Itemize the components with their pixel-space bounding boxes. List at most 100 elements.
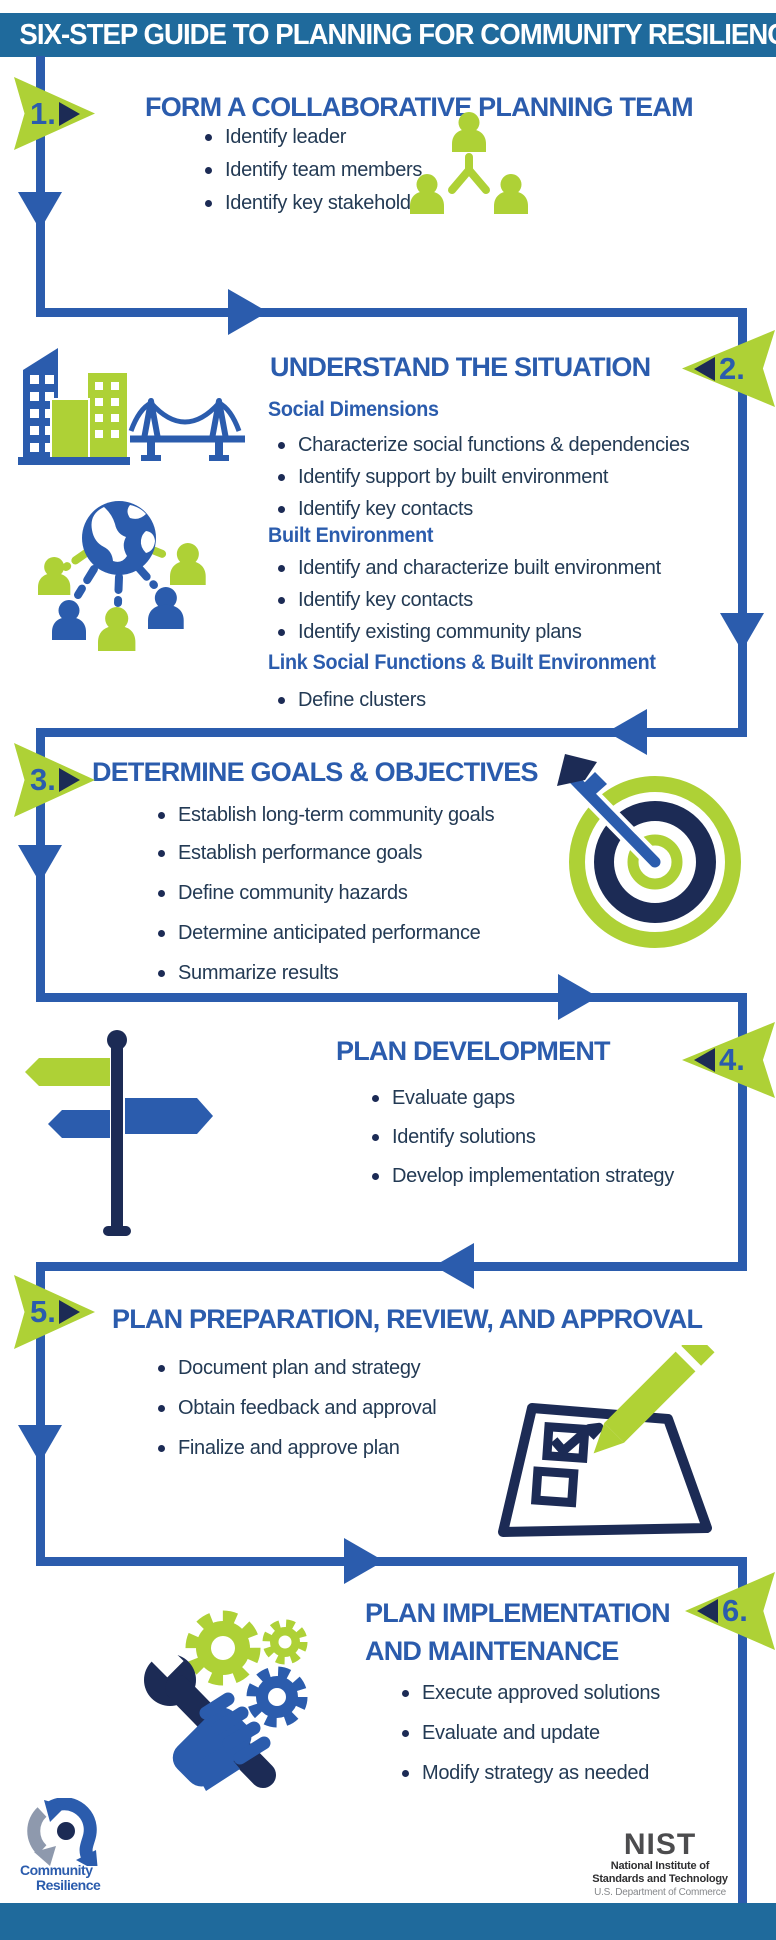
bullet-icon bbox=[158, 969, 165, 977]
step-1-flag: 1. bbox=[14, 77, 95, 150]
flow-arrow-left-2 bbox=[434, 1243, 474, 1289]
bullet-icon bbox=[278, 505, 285, 513]
step-2-subheading-link: Link Social Functions & Built Environmen… bbox=[268, 651, 656, 674]
flow-line-h4 bbox=[36, 1262, 747, 1271]
step-5-title: PLAN PREPARATION, REVIEW, AND APPROVAL bbox=[112, 1304, 703, 1334]
step-2-flag-arrow-icon bbox=[694, 356, 715, 381]
list-item: Characterize social functions & dependen… bbox=[278, 433, 690, 457]
step-3-flag-arrow-icon bbox=[58, 768, 80, 792]
flow-line-h5 bbox=[36, 1557, 747, 1566]
bullet-icon bbox=[158, 811, 165, 819]
step-3-number: 3. bbox=[30, 762, 56, 797]
step-6-title-line1: PLAN IMPLEMENTATION bbox=[365, 1598, 671, 1628]
step-6-flag-arrow-icon bbox=[697, 1599, 718, 1623]
step-6-title-line2: AND MAINTENANCE bbox=[365, 1636, 619, 1666]
list-item: Determine anticipated performance bbox=[158, 921, 481, 945]
step-6-flag: 6. bbox=[685, 1572, 775, 1650]
list-item: Evaluate and update bbox=[402, 1721, 600, 1745]
bullet-icon bbox=[158, 849, 165, 857]
step-3-title: DETERMINE GOALS & OBJECTIVES bbox=[92, 757, 538, 787]
signpost-icon bbox=[25, 1030, 213, 1236]
flow-line-v5 bbox=[36, 1262, 45, 1566]
flow-arrow-down-4 bbox=[18, 1425, 62, 1463]
list-item: Identify key stakeholders bbox=[205, 191, 438, 215]
nist-line1: National Institute of bbox=[610, 1860, 710, 1872]
city-bridge-icon bbox=[18, 348, 245, 465]
nist-line2: Standards and Technology bbox=[592, 1873, 728, 1885]
step-2-number: 2. bbox=[719, 350, 745, 386]
step-2-subheading-built: Built Environment bbox=[268, 524, 434, 547]
bullet-icon bbox=[402, 1729, 409, 1737]
step-4-title: PLAN DEVELOPMENT bbox=[336, 1036, 611, 1066]
list-item: Establish performance goals bbox=[158, 841, 423, 865]
flow-arrow-right-1 bbox=[228, 289, 268, 335]
team-org-chart-icon bbox=[410, 112, 528, 214]
bullet-icon bbox=[205, 133, 212, 141]
bullet-icon bbox=[402, 1689, 409, 1697]
step-4-flag: 4. bbox=[682, 1022, 775, 1098]
nist-logo: NIST National Institute of Standards and… bbox=[585, 1830, 735, 1900]
flow-line-v4 bbox=[738, 993, 747, 1271]
step-2-title: UNDERSTAND THE SITUATION bbox=[270, 352, 651, 382]
list-item: Identify key contacts bbox=[278, 588, 473, 612]
flow-line-v6 bbox=[738, 1557, 747, 1903]
bullet-icon bbox=[205, 166, 212, 174]
list-item: Identify and characterize built environm… bbox=[278, 556, 661, 580]
step-5-flag: 5. bbox=[14, 1275, 95, 1349]
bullet-icon bbox=[372, 1172, 379, 1180]
list-item: Identify existing community plans bbox=[278, 620, 582, 644]
list-item: Finalize and approve plan bbox=[158, 1436, 400, 1460]
list-item: Define clusters bbox=[278, 688, 426, 712]
bullet-icon bbox=[158, 889, 165, 897]
list-item: Document plan and strategy bbox=[158, 1356, 421, 1380]
flow-line-h3 bbox=[36, 993, 747, 1002]
flow-line-v1 bbox=[36, 56, 45, 317]
bullet-icon bbox=[158, 929, 165, 937]
list-item: Modify strategy as needed bbox=[402, 1761, 649, 1785]
bullet-icon bbox=[402, 1769, 409, 1777]
list-item: Identify leader bbox=[205, 125, 346, 149]
footer-bar bbox=[0, 1903, 776, 1940]
list-item: Identify support by built environment bbox=[278, 465, 609, 489]
flow-arrow-down-2 bbox=[720, 613, 764, 651]
flow-line-v2 bbox=[738, 308, 747, 737]
bullet-icon bbox=[205, 199, 212, 207]
community-resilience-label-line1: Community bbox=[20, 1862, 93, 1878]
community-resilience-logo-icon bbox=[27, 1798, 98, 1866]
step-4-number: 4. bbox=[719, 1042, 745, 1077]
list-item: Identify solutions bbox=[372, 1125, 536, 1149]
community-resilience-label-line2: Resilience bbox=[36, 1877, 101, 1893]
nist-line3: U.S. Department of Commerce bbox=[594, 1887, 726, 1898]
header-bar: SIX-STEP GUIDE TO PLANNING FOR COMMUNITY… bbox=[0, 13, 776, 57]
step-2-flag: 2. bbox=[682, 330, 775, 407]
list-item: Execute approved solutions bbox=[402, 1681, 660, 1705]
globe-community-icon bbox=[38, 501, 206, 651]
list-item: Develop implementation strategy bbox=[372, 1164, 674, 1188]
list-item: Define community hazards bbox=[158, 881, 408, 905]
bullet-icon bbox=[158, 1364, 165, 1372]
list-item: Obtain feedback and approval bbox=[158, 1396, 437, 1420]
step-5-number: 5. bbox=[30, 1294, 56, 1329]
flow-arrow-down-1 bbox=[18, 192, 62, 230]
checklist-pencil-icon bbox=[498, 1345, 715, 1537]
nist-wordmark: NIST bbox=[623, 1828, 697, 1861]
step-1-flag-arrow-icon bbox=[58, 101, 80, 126]
step-6-number: 6. bbox=[722, 1593, 748, 1628]
flow-line-h1 bbox=[36, 308, 747, 317]
step-1-number: 1. bbox=[30, 95, 56, 131]
flow-line-h2 bbox=[36, 728, 747, 737]
gears-wrench-icon bbox=[144, 1610, 308, 1791]
step-5-flag-arrow-icon bbox=[58, 1300, 80, 1324]
bullet-icon bbox=[278, 596, 285, 604]
bullet-icon bbox=[278, 564, 285, 572]
step-3-flag: 3. bbox=[14, 743, 95, 817]
list-item: Identify team members bbox=[205, 158, 422, 182]
list-item: Establish long-term community goals bbox=[158, 803, 495, 827]
bullet-icon bbox=[372, 1133, 379, 1141]
list-item: Summarize results bbox=[158, 961, 339, 985]
bullet-icon bbox=[372, 1094, 379, 1102]
bullet-icon bbox=[158, 1444, 165, 1452]
list-item: Evaluate gaps bbox=[372, 1086, 515, 1110]
bullet-icon bbox=[278, 628, 285, 636]
